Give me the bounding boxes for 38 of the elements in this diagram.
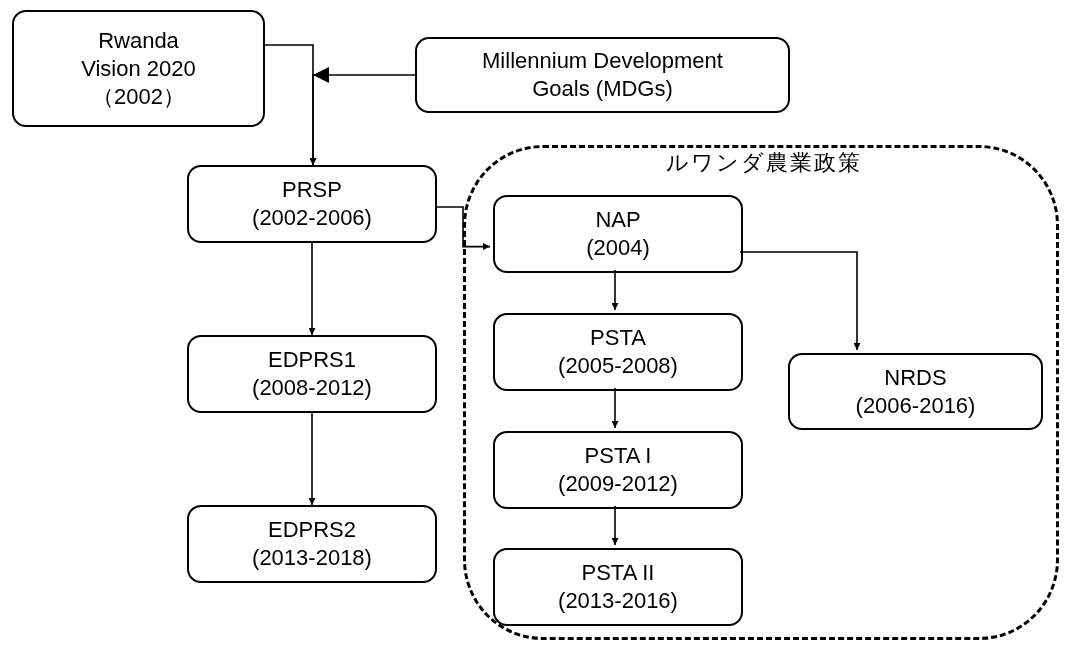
process-box [187,165,437,243]
box-text: (2013-2016) [558,587,678,615]
box-text: Millennium Development Goals (MDGs) [481,47,724,103]
box-text: (2008-2012) [252,374,372,402]
process-box [415,37,790,113]
box-text: (2006-2016) [855,391,976,420]
box-text: EDPRS1 [267,346,356,374]
box-text: (2013-2018) [252,544,372,572]
process-box [187,505,437,583]
arrow [611,387,619,429]
arrow [309,67,416,166]
box-text: PRSP [282,176,342,204]
process-box [12,10,265,127]
group-heading: ルワンダ農業政策 [666,152,862,174]
dashed-group-frame [463,145,1059,640]
box-text: NAP [595,206,641,234]
box-text: Rwanda Vision 2020 （2002） [80,26,197,111]
process-box [493,548,743,626]
box-text: (2002-2006) [252,204,372,232]
arrow [611,269,619,311]
box-text: PSTA II [581,559,655,587]
process-box [493,431,743,509]
arrow [611,505,619,546]
arrow [308,412,316,506]
process-box [493,195,743,273]
box-text: EDPRS2 [267,516,356,544]
box-text: PSTA [590,324,646,352]
arrow [739,251,861,351]
arrow [436,206,491,251]
box-text: NRDS [884,363,947,392]
arrow [308,242,316,336]
process-box [788,353,1043,430]
box-text: (2009-2012) [558,470,678,498]
process-box [187,335,437,413]
box-text: PSTA I [584,442,652,470]
process-box [493,313,743,391]
box-text: (2005-2008) [558,352,678,380]
box-text: (2004) [586,234,650,262]
